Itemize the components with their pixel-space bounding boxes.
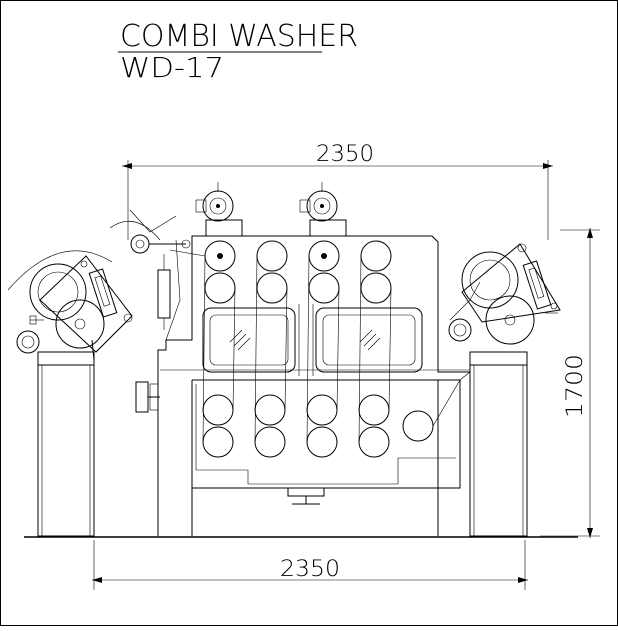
height-dimension-label: 1700: [563, 354, 588, 418]
right-stand: [469, 351, 528, 537]
height-dimension: 1700: [540, 228, 600, 538]
top-dimension: 2350: [122, 142, 553, 240]
top-dimension-label: 2350: [316, 142, 374, 167]
fabric-path: [165, 239, 471, 443]
main-tank-body: [135, 235, 471, 536]
bottom-dimension: 2350: [92, 540, 528, 590]
gear-motors: [195, 182, 347, 237]
title-line-2: WD-17: [120, 51, 224, 84]
left-feed-unit: [7, 220, 161, 354]
right-delivery-unit: [448, 243, 561, 345]
title-line-1: COMBI WASHER: [120, 19, 358, 54]
bottom-dimension-label: 2350: [280, 557, 340, 582]
upper-rollers: [204, 240, 392, 304]
entry-guide-arm: [129, 209, 191, 330]
left-stand: [37, 339, 95, 537]
title-block: COMBI WASHER WD-17: [118, 19, 358, 84]
lower-rollers: [202, 394, 434, 458]
